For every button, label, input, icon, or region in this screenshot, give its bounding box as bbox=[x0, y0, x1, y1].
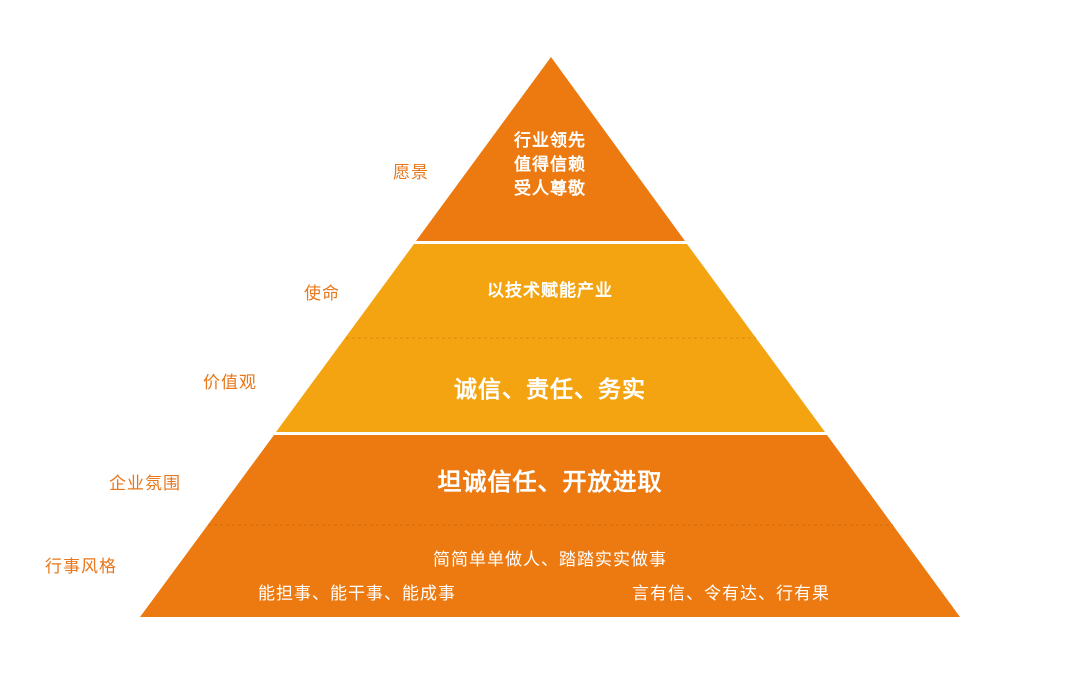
label-style: 行事风格 bbox=[45, 557, 117, 577]
vision-text-block: 行业领先 值得信赖 受人尊敬 bbox=[440, 129, 660, 201]
vision-line: 值得信赖 bbox=[514, 155, 586, 175]
label-mission: 使命 bbox=[304, 284, 340, 304]
label-culture: 企业氛围 bbox=[109, 474, 181, 494]
mission-text: 以技术赋能产业 bbox=[487, 281, 613, 301]
style-text-center: 简简单单做人、踏踏实实做事 bbox=[433, 550, 667, 570]
vision-line: 受人尊敬 bbox=[514, 179, 586, 199]
label-values: 价值观 bbox=[203, 373, 257, 393]
vision-line: 行业领先 bbox=[514, 131, 586, 151]
values-text: 诚信、责任、务实 bbox=[454, 377, 646, 403]
pyramid-tier-culture-style bbox=[140, 435, 960, 617]
style-text-left: 能担事、能干事、能成事 bbox=[258, 584, 456, 604]
label-vision: 愿景 bbox=[393, 163, 429, 183]
pyramid-tier-vision bbox=[416, 57, 685, 241]
culture-text: 坦诚信任、开放进取 bbox=[437, 468, 663, 496]
style-text-right: 言有信、令有达、行有果 bbox=[632, 584, 830, 604]
